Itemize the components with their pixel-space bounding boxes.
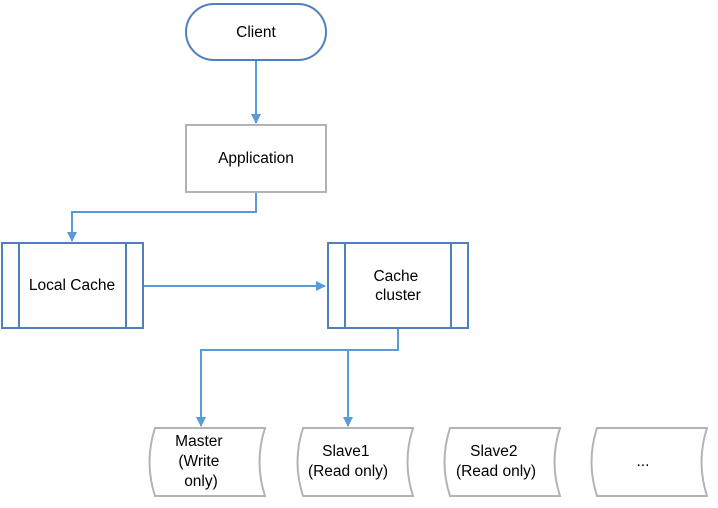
master-storage-node: Master (Write only) <box>148 427 267 497</box>
master-label-line: only) <box>184 473 218 490</box>
connectors <box>67 60 399 427</box>
slave2-storage-node: Slave2 (Read only) <box>443 427 562 497</box>
client-node: Client <box>185 3 327 61</box>
master-label: Master (Write only) <box>175 433 227 490</box>
application-label: Application <box>218 150 294 167</box>
more-label: ... <box>637 453 650 470</box>
edge-application-to-local-cache <box>67 193 257 242</box>
local-cache-label: Local Cache <box>29 277 115 294</box>
slave1-storage-node: Slave1 (Read only) <box>296 427 415 497</box>
slave2-label: Slave2 (Read only) <box>456 443 536 480</box>
edge-cache-cluster-to-master <box>196 328 399 427</box>
cache-cluster-label: Cache cluster <box>373 268 422 304</box>
cache-cluster-label-line: Cache <box>373 268 418 285</box>
client-label: Client <box>236 24 276 41</box>
master-label-line: Master <box>175 433 222 450</box>
application-node: Application <box>185 124 327 193</box>
slave1-label-line: Slave1 <box>322 443 369 460</box>
more-storage-node: ... <box>590 427 709 497</box>
local-cache-node: Local Cache <box>1 242 144 329</box>
cache-cluster-node: Cache cluster <box>327 242 469 329</box>
slave1-label-line: (Read only) <box>308 463 388 480</box>
cache-cluster-label-line: cluster <box>375 287 421 304</box>
slave2-label-line: (Read only) <box>456 463 536 480</box>
slave2-label-line: Slave2 <box>470 443 517 460</box>
slave1-label: Slave1 (Read only) <box>308 443 388 480</box>
master-label-line: (Write <box>178 453 219 470</box>
